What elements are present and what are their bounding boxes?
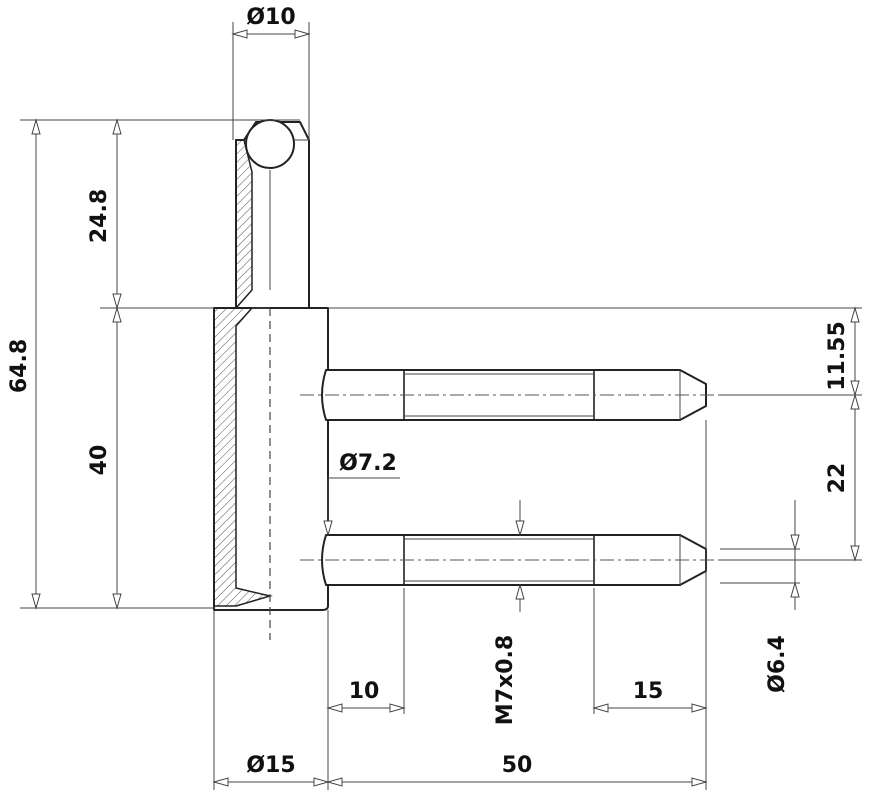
dimension-labels: Ø10 64.8 24.8 40 11.55 22 Ø7.2 M7x0.8 10… bbox=[7, 5, 850, 778]
dim-shank-length: 10 bbox=[349, 679, 380, 704]
dim-thread: M7x0.8 bbox=[493, 635, 518, 725]
dim-pin-length: 24.8 bbox=[87, 189, 112, 243]
lower-threaded-pin bbox=[300, 534, 760, 586]
dim-sleeve-height: 40 bbox=[87, 445, 112, 476]
upper-threaded-pin bbox=[300, 369, 760, 421]
dim-sleeve-diameter: Ø15 bbox=[246, 753, 295, 778]
extension-lines bbox=[20, 22, 862, 790]
dim-pin-diameter: Ø10 bbox=[246, 5, 295, 30]
dim-bore-diameter: Ø7.2 bbox=[339, 451, 397, 476]
dimension-lines bbox=[31, 29, 860, 787]
sleeve-section-hatch bbox=[213, 307, 273, 607]
dim-upper-offset: 11.55 bbox=[825, 321, 850, 391]
sleeve bbox=[213, 307, 329, 611]
dim-pin-projection: 50 bbox=[502, 753, 533, 778]
upper-pin-section-hatch bbox=[235, 139, 253, 310]
dim-pin-spacing: 22 bbox=[825, 463, 850, 494]
pin-ball-head bbox=[245, 119, 295, 169]
hinge-body bbox=[213, 119, 760, 640]
dim-tip-diameter: Ø6.4 bbox=[765, 635, 790, 693]
dim-tip-length: 15 bbox=[633, 679, 664, 704]
dim-total-height: 64.8 bbox=[7, 339, 32, 393]
